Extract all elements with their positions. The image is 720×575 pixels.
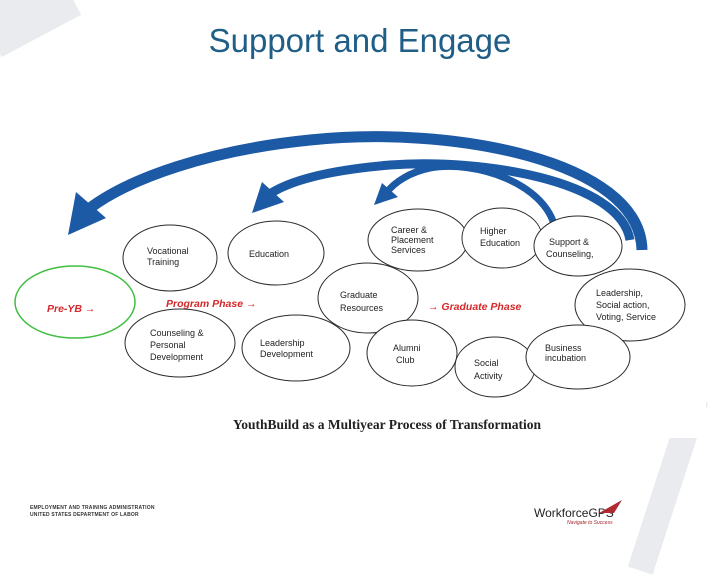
feedback-arrows xyxy=(68,131,648,251)
node-leadership-social xyxy=(574,268,686,342)
pre-yb-label: Pre-YB → xyxy=(47,303,95,315)
pre-yb-ring xyxy=(14,265,136,339)
label-vocational-training: Vocational Training xyxy=(147,246,191,267)
agency-line-2: UNITED STATES DEPARTMENT OF LABOR xyxy=(30,512,139,518)
program-phase-label: Program Phase → xyxy=(166,298,256,310)
logo-tagline: Navigate to Success xyxy=(567,520,613,526)
dol-agency-label: EMPLOYMENT AND TRAINING ADMINISTRATION U… xyxy=(30,505,155,519)
graduate-phase-label: → Graduate Phase xyxy=(428,301,522,313)
logo-text: WorkforceGPS xyxy=(534,506,614,520)
label-leadership-development: Leadership Development xyxy=(260,338,314,359)
label-graduate-resources: Graduate Resources xyxy=(340,290,384,313)
node-education xyxy=(227,220,325,286)
label-support-counseling: Support & Counseling, xyxy=(546,237,594,259)
node-support-counseling xyxy=(533,215,623,277)
node-alumni-club xyxy=(366,319,458,387)
label-leadership-social: Leadership, Social action, Voting, Servi… xyxy=(596,288,656,322)
label-career-placement: Career & Placement Services xyxy=(391,225,436,255)
label-social-activity: Social Activity xyxy=(474,358,503,381)
node-business-incubation xyxy=(525,324,631,390)
label-business-incubation: Business incubation xyxy=(545,343,586,363)
node-graduate-resources xyxy=(317,262,419,334)
logo-arrow-icon xyxy=(599,500,622,513)
diagram-caption: YouthBuild as a Multiyear Process of Tra… xyxy=(233,417,542,432)
agency-line-1: EMPLOYMENT AND TRAINING ADMINISTRATION xyxy=(30,505,155,511)
label-higher-education: Higher Education xyxy=(480,226,520,248)
node-counseling xyxy=(124,308,236,378)
label-education: Education xyxy=(249,249,289,259)
label-counseling: Counseling & Personal Development xyxy=(150,328,206,362)
page-title: Support and Engage xyxy=(208,22,512,59)
youthbuild-diagram: Pre-YB → Program Phase → → Graduate Phas… xyxy=(14,131,686,432)
node-leadership-development xyxy=(241,314,351,382)
label-alumni-club: Alumni Club xyxy=(393,343,423,365)
node-vocational-training xyxy=(122,224,218,292)
workforcegps-logo: WorkforceGPS Navigate to Success xyxy=(534,500,622,526)
